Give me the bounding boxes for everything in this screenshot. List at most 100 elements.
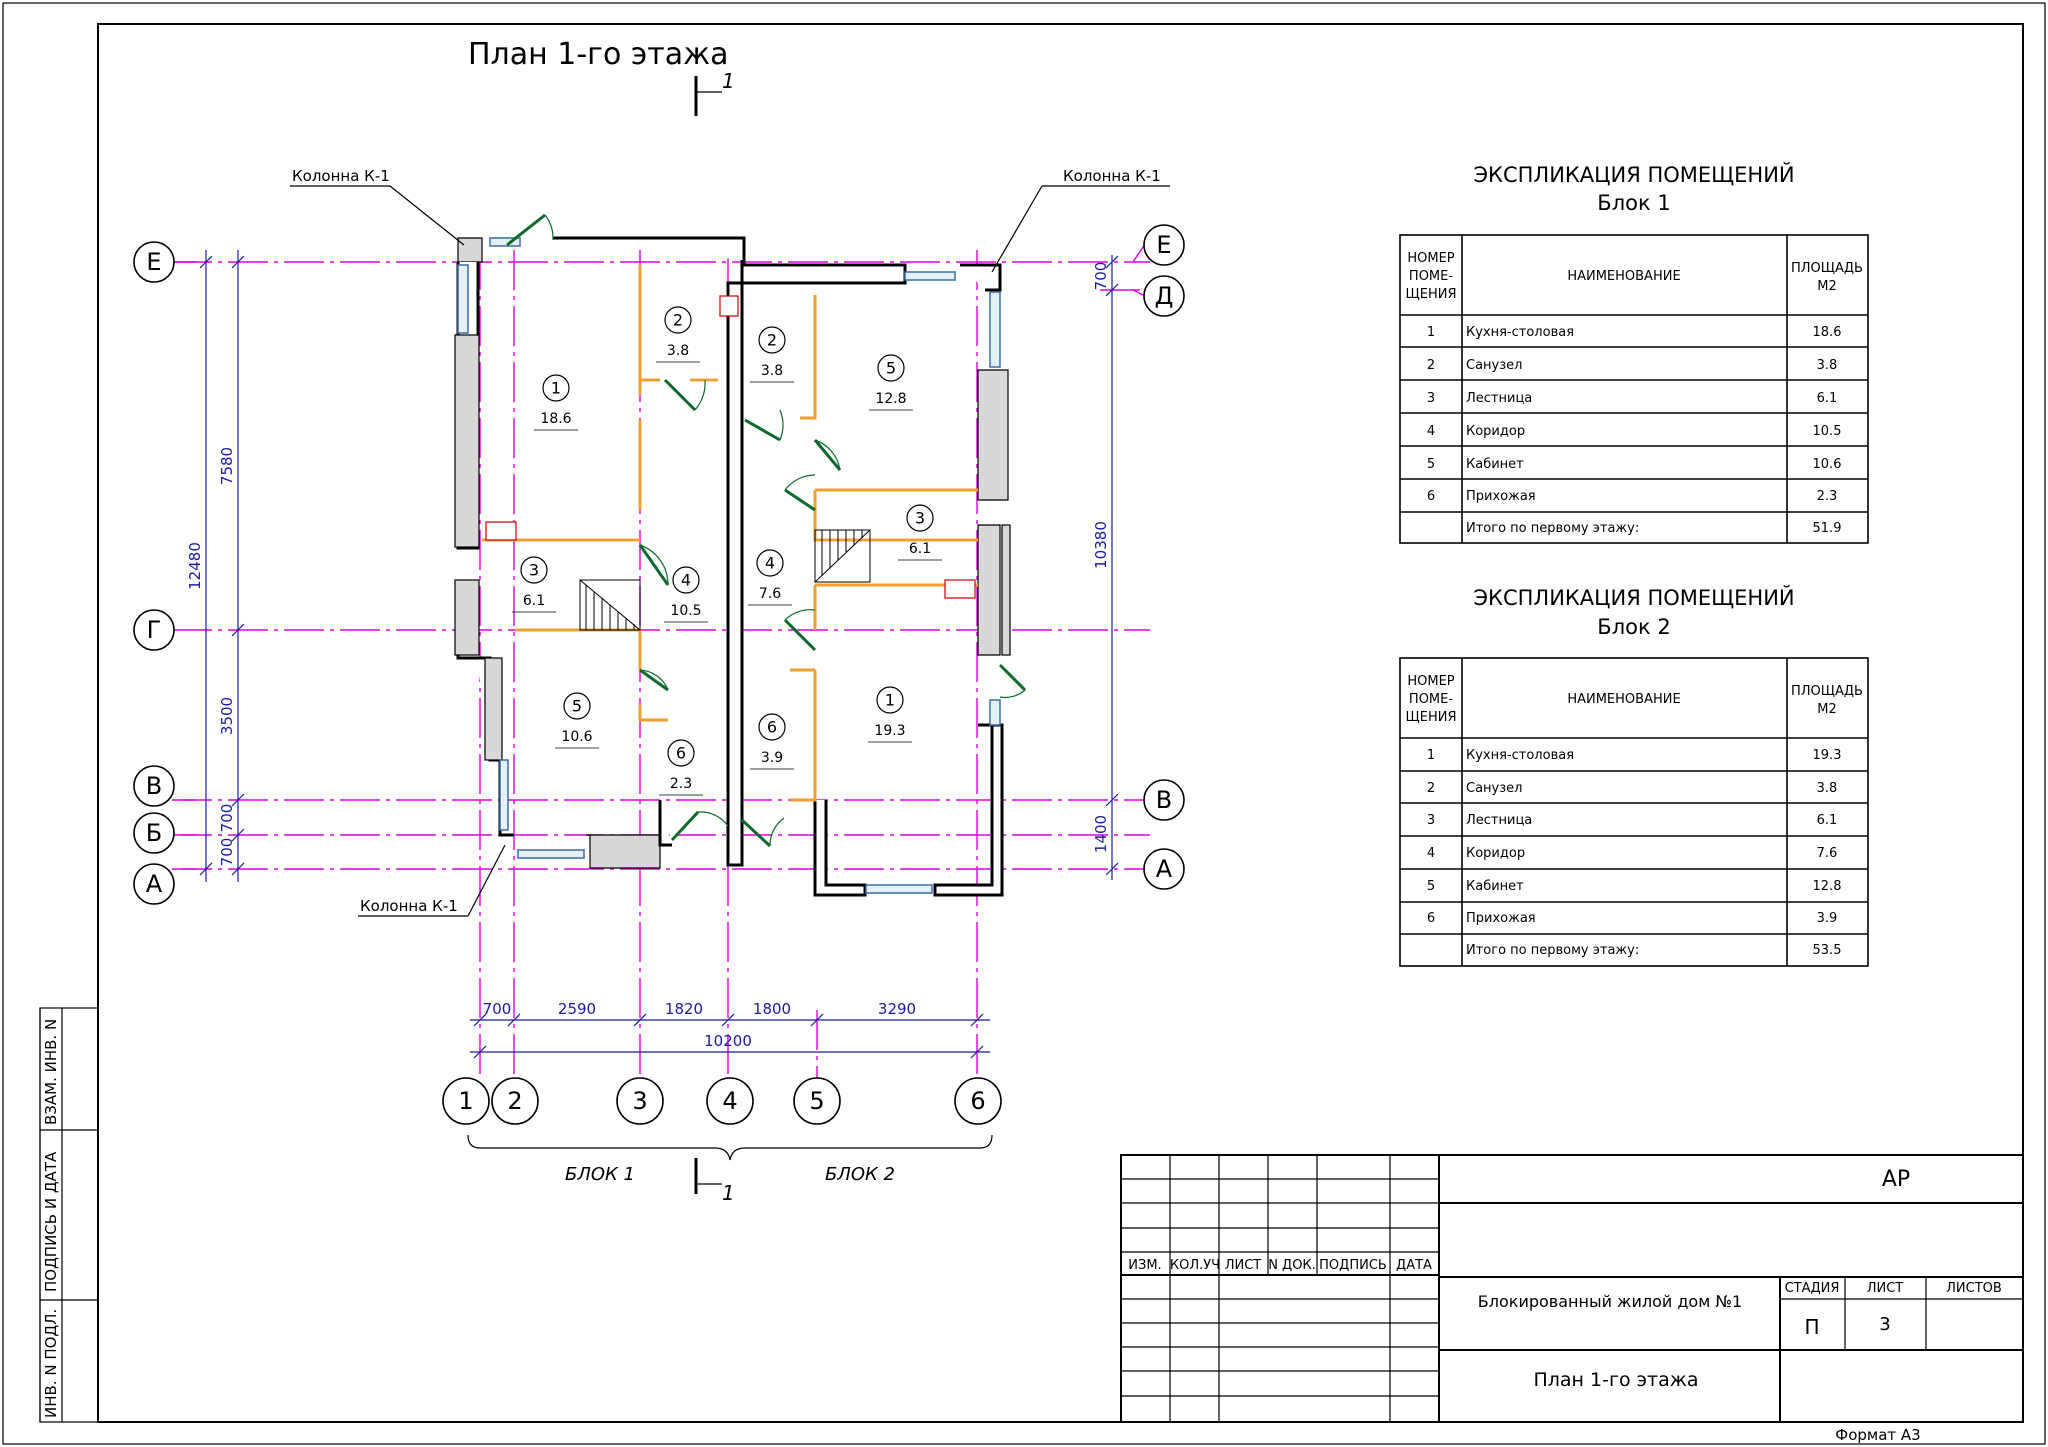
svg-text:2: 2 [1427, 358, 1435, 373]
svg-text:2.3: 2.3 [1817, 489, 1838, 504]
callout-column-top-right: Колонна К-1 [991, 167, 1170, 273]
svg-text:3.8: 3.8 [1817, 781, 1838, 796]
svg-text:1: 1 [885, 691, 895, 710]
svg-text:19.3: 19.3 [1813, 748, 1842, 763]
side-label-inv: ИНВ. N ПОДЛ. [42, 1309, 60, 1418]
svg-text:Колонна К-1: Колонна К-1 [360, 897, 458, 915]
vent-icon [719, 295, 739, 317]
window [989, 291, 1001, 368]
svg-text:А: А [1156, 855, 1173, 883]
svg-text:5: 5 [886, 359, 896, 378]
svg-text:6: 6 [970, 1087, 985, 1115]
svg-text:6: 6 [767, 718, 777, 737]
svg-text:4: 4 [1427, 424, 1435, 439]
svg-text:5: 5 [1427, 879, 1435, 894]
stamp-sheet: 3 [1879, 1314, 1890, 1335]
bottom-dimensions: 700 2590 1820 1800 3290 10200 [470, 1000, 990, 1059]
svg-text:1400: 1400 [1092, 815, 1110, 853]
svg-text:Прихожая: Прихожая [1466, 489, 1536, 504]
svg-text:НАИМЕНОВАНИЕ: НАИМЕНОВАНИЕ [1567, 692, 1680, 707]
callout-column-bottom: Колонна К-1 [358, 844, 506, 917]
stamp-stage-label: СТАДИЯ [1785, 1281, 1840, 1296]
svg-text:2: 2 [1427, 781, 1435, 796]
svg-text:3: 3 [915, 509, 925, 528]
left-dimensions: 7580 12480 3500 700 700 [186, 250, 245, 882]
explication1-title: ЭКСПЛИКАЦИЯ ПОМЕЩЕНИЙ [1473, 162, 1794, 187]
svg-text:ПОМЕ-: ПОМЕ- [1409, 269, 1453, 284]
svg-text:Кухня-столовая: Кухня-столовая [1466, 325, 1574, 340]
table-row-total: Итого по первому этажу:53.5 [1466, 943, 1841, 958]
stairs-block2 [814, 529, 871, 583]
door [639, 668, 669, 692]
stamp-sheet-title: План 1-го этажа [1533, 1369, 1698, 1391]
plan-title: План 1-го этажа [468, 37, 729, 72]
svg-text:Санузел: Санузел [1466, 358, 1522, 373]
svg-text:2: 2 [767, 331, 777, 350]
svg-text:7580: 7580 [218, 447, 236, 485]
svg-text:18.6: 18.6 [540, 411, 571, 427]
stairs-block1 [579, 579, 641, 631]
svg-text:10.6: 10.6 [1813, 457, 1842, 472]
stamp-col-ndok: N ДОК. [1268, 1258, 1316, 1273]
stamp-col-podpis: ПОДПИСЬ [1319, 1258, 1387, 1273]
svg-text:2.3: 2.3 [670, 776, 692, 792]
svg-text:Санузел: Санузел [1466, 781, 1522, 796]
stamp-code: АР [1882, 1167, 1910, 1192]
svg-text:1: 1 [458, 1087, 473, 1115]
svg-text:10380: 10380 [1092, 521, 1110, 569]
callout-column-top-left: Колонна К-1 [290, 167, 465, 246]
explication1-subtitle: Блок 1 [1597, 191, 1670, 215]
svg-text:6.1: 6.1 [523, 593, 545, 609]
svg-text:Кабинет: Кабинет [1466, 457, 1524, 472]
svg-text:10200: 10200 [704, 1032, 752, 1050]
svg-text:1820: 1820 [665, 1000, 703, 1018]
svg-text:Д: Д [1155, 282, 1174, 310]
svg-text:3: 3 [529, 561, 539, 580]
svg-text:700: 700 [1092, 262, 1110, 291]
block-braces: БЛОК 1 БЛОК 2 [467, 1134, 993, 1185]
room-label: 4 10.5 [664, 566, 708, 623]
window [517, 849, 585, 859]
svg-text:1: 1 [1427, 748, 1435, 763]
svg-text:Лестница: Лестница [1466, 391, 1532, 406]
svg-text:Прихожая: Прихожая [1466, 911, 1536, 926]
room-label: 5 10.6 [555, 692, 599, 749]
title-block: ИЗМ. КОЛ.УЧ ЛИСТ N ДОК. ПОДПИСЬ ДАТА АР … [1120, 1154, 2024, 1423]
room-label: 2 3.8 [656, 306, 700, 363]
svg-text:19.3: 19.3 [874, 723, 905, 739]
svg-text:3: 3 [1427, 391, 1435, 406]
stamp-col-data: ДАТА [1396, 1258, 1432, 1273]
svg-text:6: 6 [676, 744, 686, 763]
format-label: Формат А3 [1835, 1426, 1920, 1444]
door [638, 544, 670, 586]
svg-text:ЩЕНИЯ: ЩЕНИЯ [1406, 287, 1457, 302]
room-label: 3 6.1 [512, 556, 556, 613]
door [506, 213, 546, 247]
side-strip: ВЗАМ. ИНВ. N ПОДПИСЬ И ДАТА ИНВ. N ПОДЛ. [39, 1007, 99, 1423]
door [998, 663, 1027, 692]
section-num-top: 1 [722, 69, 735, 93]
stamp-col-list: ЛИСТ [1225, 1258, 1262, 1273]
table-row-total: Итого по первому этажу:51.9 [1466, 521, 1841, 536]
svg-text:Б: Б [146, 819, 162, 847]
section-mark-bottom: 1 [694, 1158, 735, 1205]
window [489, 237, 521, 247]
axis-bubbles-numbers: 1 2 3 4 5 6 [442, 1077, 1002, 1125]
window [989, 699, 1001, 726]
stove-icon [485, 521, 517, 541]
svg-text:5: 5 [809, 1087, 824, 1115]
svg-text:12.8: 12.8 [1813, 879, 1842, 894]
stove-icon [944, 579, 976, 599]
svg-text:2590: 2590 [558, 1000, 596, 1018]
svg-text:700: 700 [483, 1000, 512, 1018]
svg-text:6: 6 [1427, 911, 1435, 926]
svg-text:3.8: 3.8 [761, 363, 783, 379]
svg-text:10.5: 10.5 [1813, 424, 1842, 439]
svg-text:НОМЕР: НОМЕР [1407, 674, 1454, 689]
svg-text:Лестница: Лестница [1466, 813, 1532, 828]
